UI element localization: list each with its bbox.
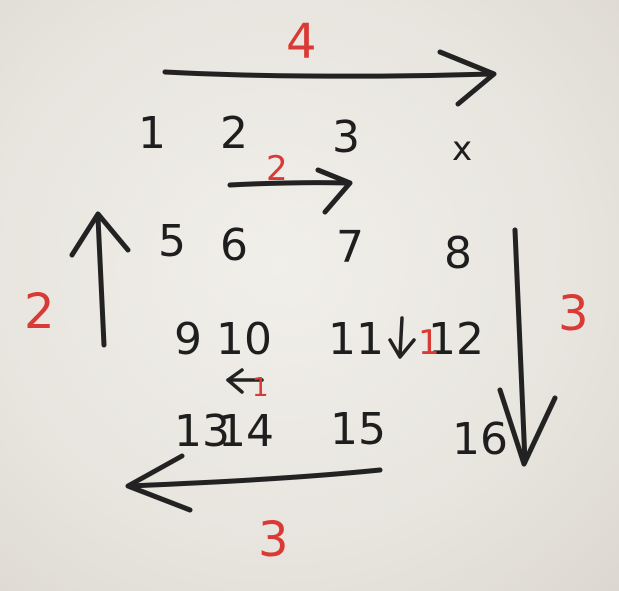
top-right-arrowhead — [437, 49, 497, 107]
small-down-arrow — [398, 316, 404, 357]
grid-cell-1: 1 — [138, 108, 166, 159]
right-arrow-label: 3 — [558, 286, 589, 342]
inner-top-arrow-label: 2 — [266, 149, 288, 189]
bottom-left-arrow — [127, 467, 383, 489]
left-arrow-label: 2 — [24, 284, 55, 340]
bottom-arrow-label: 3 — [258, 512, 289, 568]
inner-top-arrowhead — [315, 167, 353, 215]
grid-cell-14: 14 — [218, 406, 274, 457]
grid-cell-3: 3 — [332, 112, 360, 163]
grid-cell-10: 10 — [216, 314, 272, 365]
grid-cell-8: 8 — [444, 228, 472, 279]
small-left-arrowhead — [226, 368, 244, 394]
inner-top-arrow — [227, 180, 351, 188]
grid-cell-7: 7 — [336, 222, 364, 273]
grid-cell-2: 2 — [220, 108, 248, 159]
small-down-arrowhead — [388, 338, 416, 359]
grid-cell-9: 9 — [174, 314, 202, 365]
grid-cell-4: x — [452, 129, 472, 169]
right-down-arrowhead — [497, 387, 558, 467]
grid-cell-15: 15 — [330, 404, 386, 455]
grid-cell-16: 16 — [452, 414, 508, 465]
grid-cell-13: 13 — [174, 406, 230, 457]
right-down-arrow — [512, 227, 528, 465]
marker-between-11-12: 1 — [418, 323, 440, 363]
bottom-left-arrowhead — [125, 453, 193, 513]
left-up-arrow — [95, 215, 107, 348]
grid-cell-5: 5 — [158, 216, 186, 267]
left-up-arrowhead — [69, 211, 131, 258]
small-arrow-label: 1 — [252, 373, 269, 403]
grid-cell-11: 11 — [328, 314, 384, 365]
grid-cell-6: 6 — [220, 220, 248, 271]
grid-cell-12: 12 — [428, 314, 484, 365]
top-arrow-label: 4 — [286, 14, 317, 70]
top-right-arrow — [162, 69, 495, 79]
